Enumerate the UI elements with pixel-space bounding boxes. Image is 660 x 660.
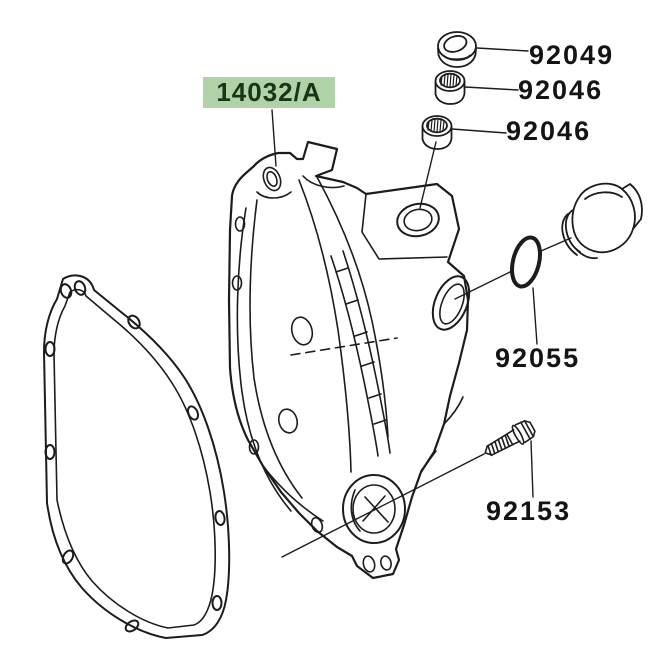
part-label-flanged-bolt[interactable]: 92153 bbox=[486, 496, 572, 526]
leader-92046-upper bbox=[464, 86, 519, 91]
part-label-needle-bearing-lower[interactable]: 92046 bbox=[506, 116, 592, 146]
leader-92153 bbox=[530, 440, 534, 498]
leader-92049 bbox=[476, 47, 529, 52]
part-number-clutch-cover: 14032/A bbox=[216, 77, 322, 107]
gasket-drawing bbox=[43, 274, 231, 639]
leader-filler-to-cap bbox=[454, 237, 572, 300]
leader-bearing-to-boss bbox=[419, 141, 437, 209]
part-label-oil-seal[interactable]: 92049 bbox=[529, 40, 615, 70]
bolt-drawing bbox=[484, 420, 536, 457]
part-label-o-ring[interactable]: 92055 bbox=[495, 343, 581, 373]
needle-bearing-lower-drawing bbox=[421, 115, 453, 150]
clutch-cover-drawing bbox=[227, 140, 471, 580]
leader-92055 bbox=[532, 287, 538, 345]
oil-seal-drawing bbox=[437, 31, 477, 68]
part-label-clutch-cover[interactable]: 14032/A bbox=[203, 77, 335, 108]
oil-filler-cap-drawing bbox=[561, 182, 643, 260]
leader-92046-lower bbox=[451, 128, 507, 134]
o-ring-drawing bbox=[510, 235, 542, 289]
part-label-needle-bearing-upper[interactable]: 92046 bbox=[518, 75, 604, 105]
leader-lines bbox=[271, 47, 572, 558]
leader-cover-to-bolt bbox=[281, 453, 485, 558]
needle-bearing-upper-drawing bbox=[434, 70, 466, 105]
leader-14032A bbox=[271, 109, 277, 167]
